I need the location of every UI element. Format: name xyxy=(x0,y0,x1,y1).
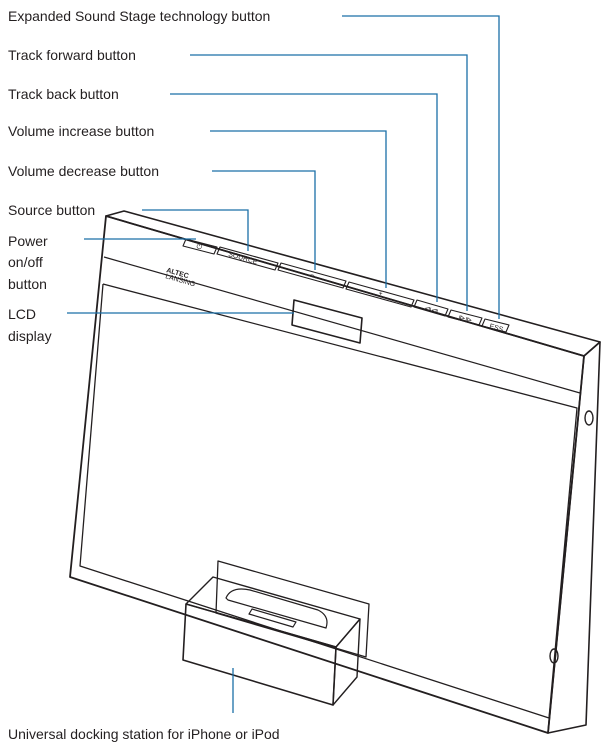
track-forward-button[interactable]: ⧐⧐ xyxy=(447,309,483,326)
leader-lines xyxy=(67,15,500,713)
ess-button[interactable]: ESS xyxy=(481,318,510,334)
leader-ess xyxy=(342,15,500,319)
label-power-line2: on/off xyxy=(8,254,43,270)
label-track-back: Track back button xyxy=(8,86,119,102)
leader-track-back xyxy=(170,93,438,302)
label-dock: Universal docking station for iPhone or … xyxy=(8,726,280,742)
leader-volume-decrease xyxy=(212,170,316,270)
label-track-forward: Track forward button xyxy=(8,47,136,63)
dock-cradle xyxy=(225,588,328,629)
label-volume-increase: Volume increase button xyxy=(8,123,154,139)
power-icon: ⏻ xyxy=(195,242,203,251)
leader-volume-increase xyxy=(210,130,387,288)
lcd-display xyxy=(291,299,363,344)
power-button[interactable]: ⏻ xyxy=(182,238,218,255)
device-side-face xyxy=(547,341,601,734)
label-ess: Expanded Sound Stage technology button xyxy=(8,8,270,24)
docking-station xyxy=(182,560,370,706)
side-port-bottom xyxy=(549,648,559,664)
device-front-face xyxy=(69,215,585,734)
dock-front xyxy=(182,603,337,706)
volume-increase-label: + xyxy=(377,290,383,298)
track-back-button[interactable]: ⧏⧏ xyxy=(413,299,449,317)
side-port-top xyxy=(584,410,594,426)
leader-source xyxy=(142,209,249,251)
volume-decrease-label: – xyxy=(309,271,315,279)
track-back-label: ⧏⧏ xyxy=(423,305,438,316)
dock-recess xyxy=(215,560,370,658)
ess-button-label: ESS xyxy=(488,323,504,334)
control-strip-divider xyxy=(103,256,581,394)
label-volume-decrease: Volume decrease button xyxy=(8,163,159,179)
callout-labels: Expanded Sound Stage technology button T… xyxy=(8,8,280,742)
label-power-line3: button xyxy=(8,276,47,292)
volume-increase-button[interactable]: + xyxy=(345,281,415,308)
speaker-device: ALTEC LANSING ⏻ SOURCE – + ⧏⧏ xyxy=(69,210,601,734)
label-source: Source button xyxy=(8,202,95,218)
label-lcd-line2: display xyxy=(8,328,52,344)
inner-bezel xyxy=(79,283,578,719)
dock-side xyxy=(332,618,361,706)
dock-connector xyxy=(248,608,297,628)
leader-track-forward xyxy=(190,54,468,311)
volume-decrease-button[interactable]: – xyxy=(277,262,347,289)
label-power-line1: Power xyxy=(8,233,48,249)
label-lcd-line1: LCD xyxy=(8,306,36,322)
track-forward-label: ⧐⧐ xyxy=(457,314,472,325)
